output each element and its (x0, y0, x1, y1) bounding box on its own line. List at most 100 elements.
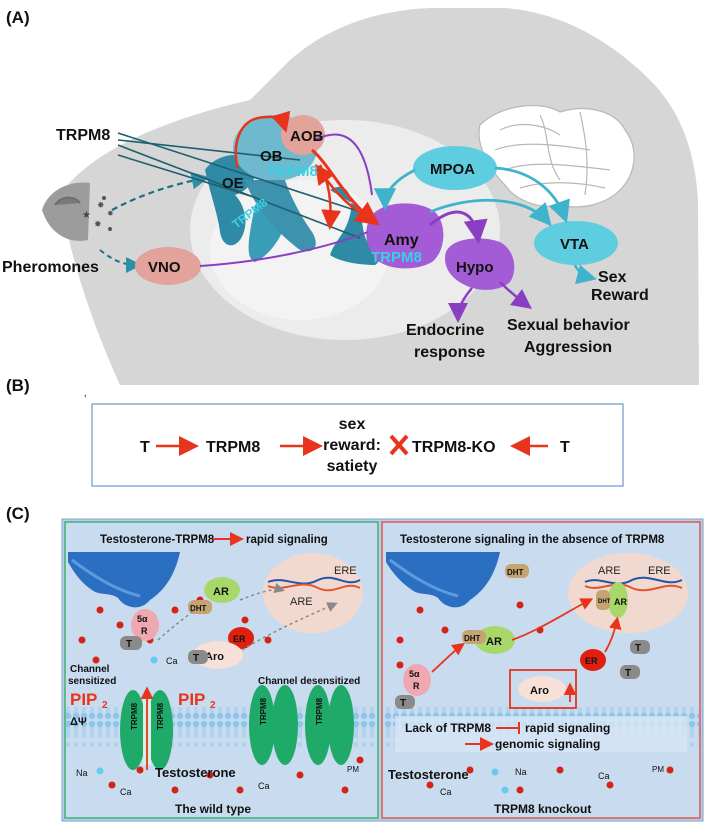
svg-text:5α: 5α (409, 669, 420, 679)
svg-text:5α: 5α (137, 614, 148, 624)
aob-node (281, 115, 325, 155)
hypo-node (444, 238, 515, 290)
pm-label-left: PM (347, 765, 359, 774)
five-alpha-r-right: 5α R (403, 664, 431, 696)
ob-trpm8-label: TRPM8 (267, 163, 318, 180)
left-title-rapid: rapid signaling (246, 534, 328, 546)
genomic-signaling-label: genomic signaling (495, 737, 600, 751)
are-right: ARE (598, 565, 621, 577)
svg-text:2: 2 (102, 700, 108, 711)
ar-right (475, 626, 515, 654)
ere-left: ERE (334, 565, 357, 577)
er-right (580, 649, 606, 671)
lack-trpm8-box (395, 716, 687, 752)
svg-text:✸: ✸ (107, 209, 114, 218)
pheromone-source-icon (42, 182, 90, 241)
svg-text:T: T (400, 698, 406, 709)
membrane-right (383, 707, 699, 747)
b-trpm8: TRPM8 (206, 439, 260, 456)
oe-label: OE (222, 175, 244, 192)
lack-of-trpm8-label: Lack of TRPM8 (405, 721, 491, 735)
vno-node (135, 247, 201, 285)
panel-a-label: (A) (6, 8, 30, 27)
are-left: ARE (290, 596, 313, 608)
er-left (228, 627, 254, 649)
b-t-right: T (560, 439, 570, 456)
response-label: response (414, 344, 485, 361)
svg-text:DHT: DHT (507, 568, 524, 577)
wild-type-label: The wild type (175, 802, 251, 816)
b-reward: reward: (323, 437, 381, 454)
mpoa-label: MPOA (430, 161, 475, 178)
svg-text:R: R (413, 681, 420, 691)
left-title: Testosterone-TRPM8 (100, 534, 215, 546)
svg-text:DHT: DHT (190, 604, 207, 613)
dht-molecule-left: DHT (188, 600, 212, 614)
svg-text:R: R (141, 626, 148, 636)
sexual-behavior-label: Sexual behavior (507, 317, 630, 334)
knockout-panel (381, 521, 701, 819)
svg-text:✸: ✸ (97, 200, 105, 210)
svg-text:ER: ER (585, 656, 598, 666)
svg-text:AR: AR (486, 636, 502, 648)
amy-trpm8-label: TRPM8 (371, 249, 422, 266)
pip2-right-label: PIP (178, 690, 205, 709)
testosterone-molecules-right: T T T (395, 640, 650, 709)
svg-text:Aro: Aro (530, 685, 549, 697)
x-mark-icon (389, 434, 409, 456)
membrane-left (66, 707, 377, 747)
mpoa-node (413, 146, 497, 190)
nucleus-left (263, 553, 363, 633)
ca-label-left: Ca (120, 787, 132, 797)
star-icon: ★ (82, 210, 91, 221)
amy-node (366, 203, 444, 269)
hypo-label: Hypo (456, 259, 494, 276)
svg-text:T: T (625, 668, 631, 679)
svg-text:TRPM8: TRPM8 (315, 697, 324, 725)
testosterone-molecule-left: T T (120, 636, 208, 664)
ca-left-1: Ca (166, 656, 178, 666)
panel-c-label: (C) (6, 504, 30, 523)
svg-text:Aro: Aro (205, 651, 224, 663)
reward-label: Reward (591, 287, 649, 304)
svg-text:DHT: DHT (598, 599, 611, 605)
channel-desensitized-label: Channel desensitized (258, 676, 360, 687)
calcium-dots (78, 596, 674, 794)
vta-label: VTA (560, 236, 589, 253)
svg-text:TRPM8: TRPM8 (156, 702, 165, 730)
svg-text:T: T (126, 639, 132, 650)
rapid-signaling-label: rapid signaling (525, 721, 610, 735)
aob-label: AOB (290, 128, 324, 145)
cerebellum-icon (478, 105, 635, 208)
wild-type-panel (64, 521, 379, 819)
vta-node (534, 221, 618, 265)
five-alpha-r-left: 5α R (131, 609, 159, 641)
ar-left (204, 577, 240, 603)
svg-text:T: T (193, 653, 199, 664)
ca-label-right-2: Ca (598, 771, 610, 781)
pheromones-label: Pheromones (2, 259, 99, 276)
right-title: Testosterone signaling in the absence of… (400, 534, 665, 546)
svg-text:AR: AR (213, 586, 229, 598)
svg-text:AR: AR (614, 597, 627, 607)
ob-label: OB (260, 148, 283, 165)
channel-sensitized-label: Channel (70, 664, 110, 675)
aro-right (518, 676, 566, 702)
panel-a-diagram: ★ ✸ ✸ ✸ TRPM8 OE OB AOB TR (2, 8, 699, 385)
sex-label: Sex (598, 269, 627, 286)
aggression-label: Aggression (524, 339, 612, 356)
pm-label-right: PM (652, 765, 664, 774)
trpm8-label: TRPM8 (56, 127, 110, 144)
na-label-left: Na (76, 768, 88, 778)
testosterone-label-left: Testosterone (155, 765, 236, 780)
vno-label: VNO (148, 259, 181, 276)
svg-text:TRPM8: TRPM8 (130, 702, 139, 730)
svg-text:T: T (635, 643, 641, 654)
aro-left (193, 641, 243, 669)
testosterone-label-right: Testosterone (388, 767, 469, 782)
svg-text:TRPM8: TRPM8 (259, 697, 268, 725)
svg-text:ER: ER (233, 634, 246, 644)
ere-right: ERE (648, 565, 671, 577)
svg-text:DHT: DHT (464, 634, 481, 643)
tissue-shape-right (386, 552, 500, 608)
